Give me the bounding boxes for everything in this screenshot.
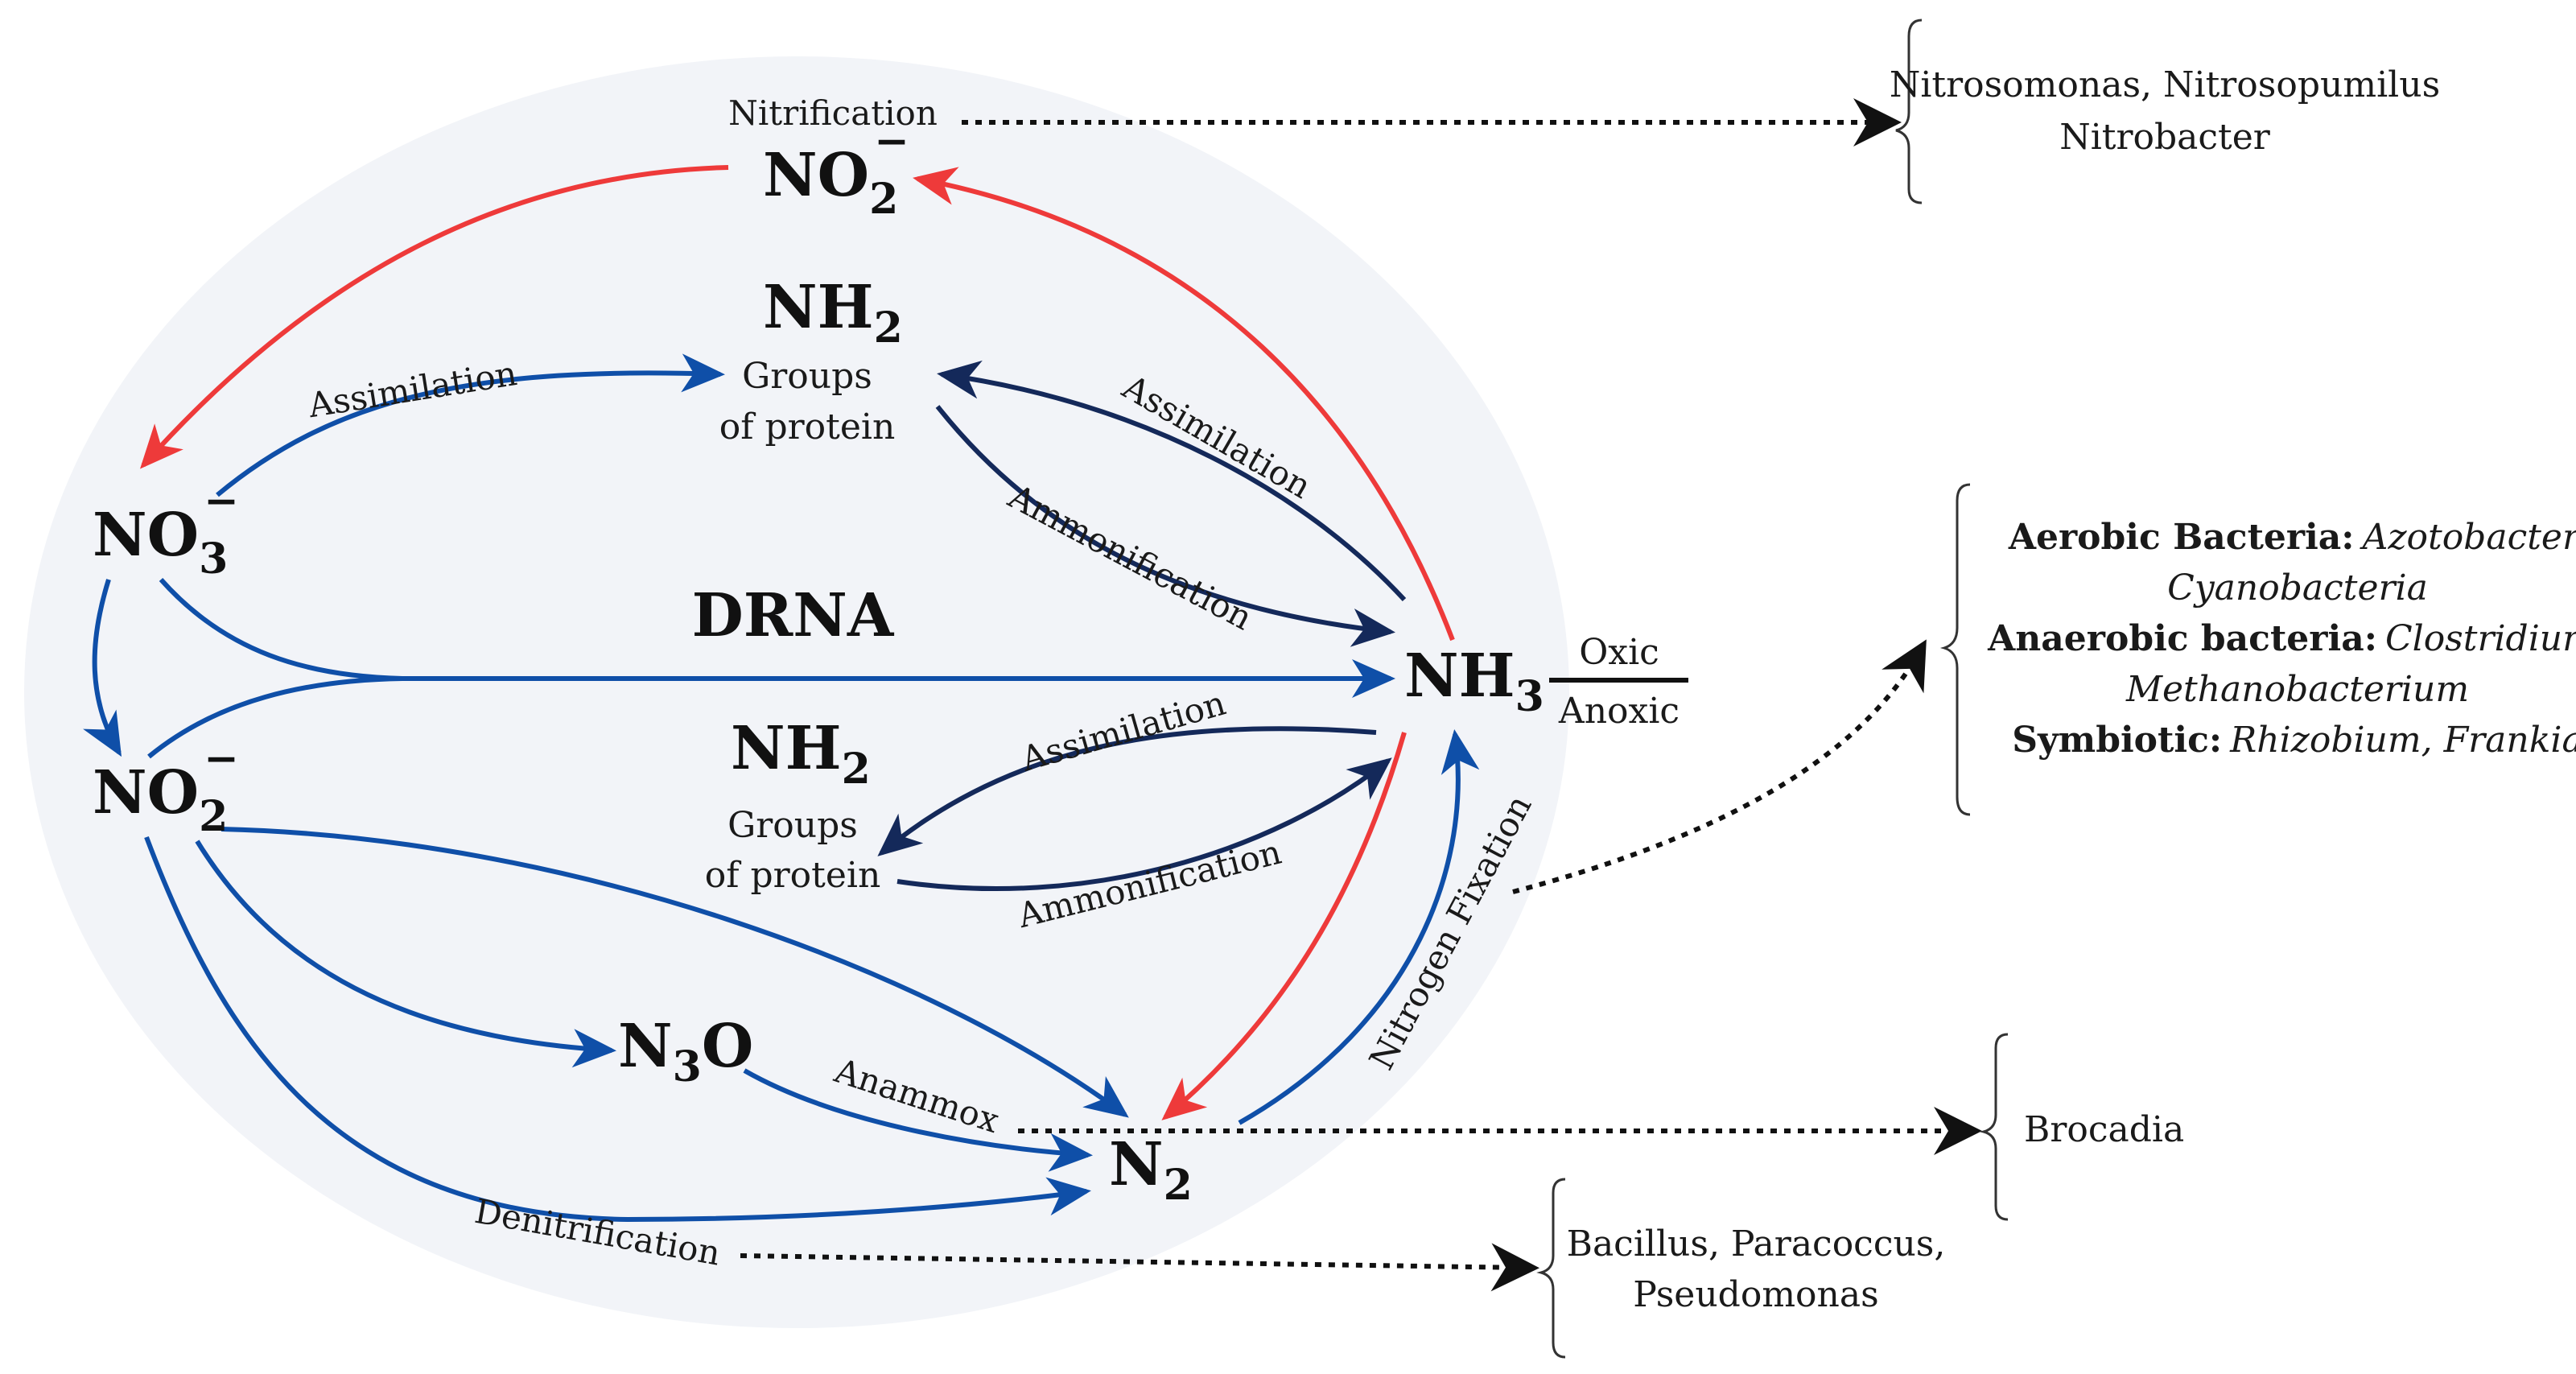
- fixation-symbiotic-line: Symbiotic:Rhizobium, Frankia: [2012, 720, 2576, 761]
- protein-arrows: [877, 360, 1407, 891]
- species-nh3: NH3: [1404, 642, 1544, 721]
- protein-group-top: NH2 Groups of protein: [719, 273, 903, 448]
- brace-fixation: [1939, 483, 1971, 816]
- fixation-anaerobic-line1: Anaerobic bacteria:Clostridium,: [1987, 618, 2576, 659]
- arrow-no2-denitrification: [144, 836, 1091, 1223]
- organisms-nitrification-line1: Nitrosomonas, Nitrosopumilus: [1890, 64, 2440, 105]
- oxic-label: Oxic: [1579, 632, 1659, 673]
- dotted-arrow-fixation: [1512, 639, 1927, 894]
- arrow-no2-to-no3: [139, 165, 729, 469]
- brace-nitrification: [1895, 19, 1923, 204]
- brace-denitrification: [1536, 1178, 1566, 1359]
- arrow-nh3-assimilation-upper: [937, 360, 1407, 602]
- arrow-no3-to-no2: [83, 579, 122, 757]
- anoxic-label: Anoxic: [1558, 691, 1680, 732]
- organisms-nitrification-line2: Nitrobacter: [2059, 117, 2271, 158]
- arrow-no2-drna: [147, 676, 403, 759]
- arrow-ammonification-lower: [896, 757, 1392, 891]
- protein-bottom-line1: Groups: [727, 805, 858, 846]
- arrow-no3-assimilation: [216, 353, 725, 497]
- arrow-no2-to-n3o: [195, 840, 616, 1068]
- protein-group-bottom: NH2 Groups of protein: [705, 714, 881, 896]
- organisms-fixation: Aerobic Bacteria:Azotobacter, Cyanobacte…: [1939, 483, 2576, 816]
- organisms-denitrification: Bacillus, Paracoccus, Pseudomonas: [1536, 1178, 1946, 1359]
- arrow-no2-to-n2: [221, 827, 1129, 1118]
- organisms-denitrification-line2: Pseudomonas: [1633, 1274, 1878, 1315]
- label-nitrification: Nitrification: [728, 93, 938, 133]
- species-no2-top: NO2−: [763, 117, 909, 224]
- species-nh2-bottom: NH2: [731, 714, 871, 794]
- arrow-nh3-assimilation-lower: [877, 726, 1377, 856]
- brace-anammox: [1979, 1033, 2009, 1221]
- species-n2: N2: [1109, 1130, 1193, 1210]
- fixation-aerobic-line2: Cyanobacteria: [2167, 567, 2428, 609]
- arrow-ammonification-upper: [935, 405, 1395, 647]
- organisms-anammox: Brocadia: [1979, 1033, 2184, 1221]
- species-n3o: N3O: [618, 1012, 753, 1091]
- dotted-connectors: [740, 98, 1982, 1292]
- cycle-background: [24, 56, 1569, 1328]
- arrow-n3o-to-n2: [743, 1068, 1093, 1172]
- protein-top-line1: Groups: [742, 356, 872, 397]
- species-no2-left: NO2−: [93, 734, 239, 841]
- protein-top-line2: of protein: [719, 406, 896, 448]
- label-drna: DRNA: [692, 581, 895, 650]
- fixation-aerobic-line1: Aerobic Bacteria:Azotobacter,: [2008, 517, 2576, 558]
- arrow-nitrogen-fixation: [1238, 729, 1480, 1125]
- reduction-arrows: [83, 353, 1480, 1223]
- organisms-anammox-line1: Brocadia: [2024, 1109, 2184, 1150]
- fixation-anaerobic-line2: Methanobacterium: [2125, 669, 2469, 710]
- species-no3: NO3−: [93, 477, 239, 584]
- arrow-no3-drna: [159, 578, 403, 681]
- organisms-nitrification: Nitrosomonas, Nitrosopumilus Nitrobacter: [1890, 19, 2440, 204]
- protein-bottom-line2: of protein: [705, 855, 881, 896]
- arrow-nh3-to-no2: [913, 167, 1455, 642]
- organisms-denitrification-line1: Bacillus, Paracoccus,: [1567, 1223, 1946, 1265]
- species-nh2-top: NH2: [763, 273, 903, 353]
